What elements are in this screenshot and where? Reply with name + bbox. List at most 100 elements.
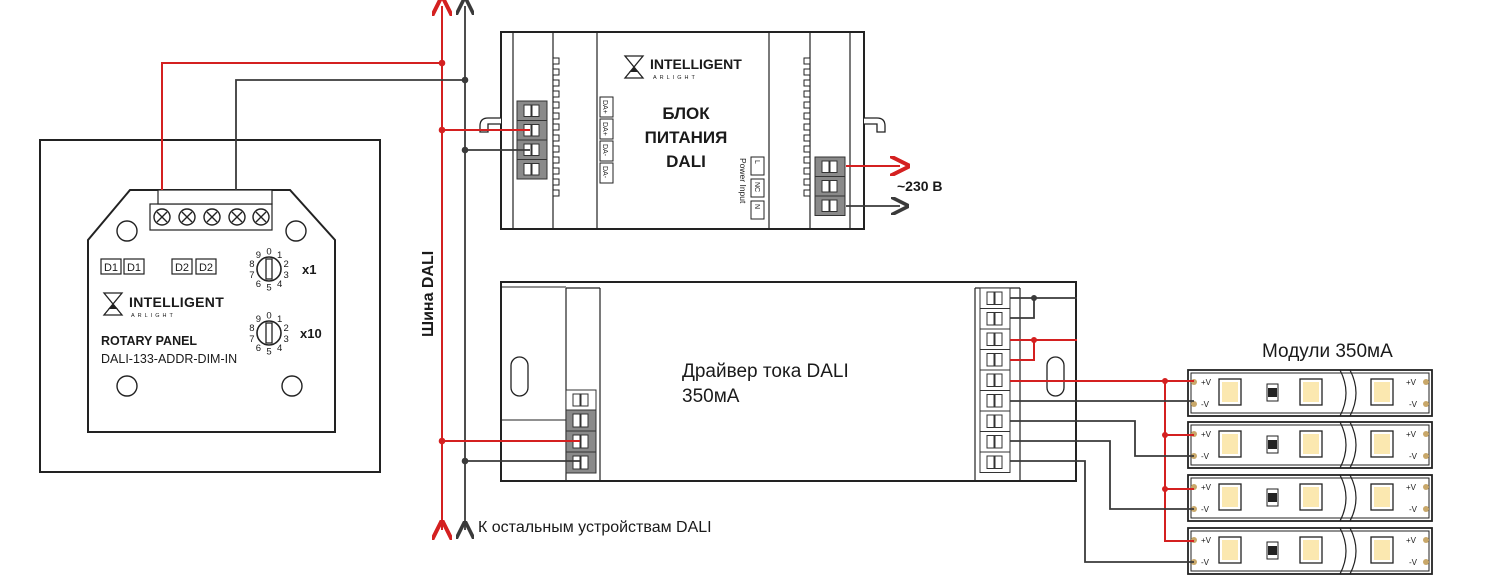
pin	[552, 167, 560, 175]
dali-pin-box	[599, 96, 614, 118]
dial-x1-label: x1	[302, 262, 316, 277]
pin	[803, 68, 811, 76]
pin	[803, 156, 811, 164]
wire-negative	[1010, 440, 1194, 510]
psu-logo-name: INTELLIGENT	[650, 56, 742, 72]
dial-digit: 7	[249, 334, 254, 345]
dial-digit: 3	[283, 334, 288, 345]
led-chip-light	[1374, 540, 1390, 560]
dial-digit: 6	[256, 343, 261, 354]
panel-module	[87, 189, 336, 433]
pad	[1423, 484, 1429, 490]
module-pin-label: +V	[1406, 536, 1417, 545]
resistor-body	[1268, 493, 1277, 502]
pin	[803, 123, 811, 131]
modules-title: Модули 350мА	[1262, 341, 1393, 362]
module-pin-label: -V	[1201, 505, 1210, 514]
dial-digit: 1	[277, 250, 282, 261]
terminal-window	[531, 163, 540, 176]
pin	[552, 178, 560, 186]
terminal-window	[829, 160, 838, 173]
module-pin-label: +V	[1201, 483, 1212, 492]
terminal-window	[531, 143, 540, 156]
resistor-body	[1268, 546, 1277, 555]
pad	[1423, 379, 1429, 385]
terminal-window	[580, 434, 589, 449]
driver-mount-slot	[510, 356, 529, 397]
terminal-window	[572, 393, 581, 407]
pad	[1423, 401, 1429, 407]
pin	[803, 90, 811, 98]
led-chip-light	[1222, 434, 1238, 454]
pin	[552, 189, 560, 197]
module-pin-label: -V	[1409, 452, 1418, 461]
power-pin-box	[750, 156, 765, 176]
pin	[803, 178, 811, 186]
led-chip-light	[1222, 487, 1238, 507]
terminal-window	[994, 414, 1003, 428]
panel-screws	[153, 208, 270, 226]
d-buttons: D1 D1 D2 D2	[100, 258, 217, 275]
resistor-body	[1268, 440, 1277, 449]
pad	[1423, 537, 1429, 543]
dial-digit: 0	[266, 247, 271, 258]
dial-digit: 7	[249, 270, 254, 281]
power-input-label: Power Input	[738, 158, 748, 204]
module-pin-label: -V	[1201, 452, 1210, 461]
led-chip-light	[1222, 382, 1238, 402]
logo-icon	[102, 292, 124, 316]
pad	[1423, 559, 1429, 565]
pin	[552, 156, 560, 164]
mains-label: ~230 В	[897, 178, 943, 194]
dial-digit: 9	[256, 250, 261, 261]
led-chip-light	[1374, 382, 1390, 402]
power-pin-label: L	[753, 160, 760, 164]
terminal-window	[821, 180, 830, 193]
terminal-window	[523, 104, 532, 117]
pad	[1423, 431, 1429, 437]
resistor-body	[1268, 388, 1277, 397]
wire-negative	[1010, 420, 1194, 457]
power-pin-box	[750, 200, 765, 220]
pin	[552, 101, 560, 109]
terminal-window	[829, 180, 838, 193]
dial-digit: 1	[277, 314, 282, 325]
dial-x10-label: x10	[300, 326, 322, 341]
mount-hole	[116, 375, 138, 397]
terminal-window	[994, 373, 1003, 387]
pin	[803, 189, 811, 197]
driver-title-line2: 350мА	[682, 386, 740, 407]
psu-dali-terminals	[516, 100, 548, 180]
terminal-window	[994, 394, 1003, 408]
module-pin-label: +V	[1406, 378, 1417, 387]
dial-digit: 8	[249, 323, 254, 334]
terminal-window	[986, 455, 995, 469]
power-pin-label: NC	[753, 182, 760, 192]
terminal-window	[821, 160, 830, 173]
pin	[552, 90, 560, 98]
pin	[803, 112, 811, 120]
terminal-window	[986, 332, 995, 346]
led-chip-light	[1303, 487, 1319, 507]
terminal-window	[986, 291, 995, 305]
terminal-window	[572, 413, 581, 428]
button-d1: D1	[104, 262, 118, 274]
terminal-window	[986, 353, 995, 367]
terminal-window	[572, 455, 581, 470]
led-module: +V-V+V-V	[1187, 527, 1433, 575]
dial-digit: 8	[249, 259, 254, 270]
driver-bridges	[1010, 295, 1077, 361]
terminal-window	[580, 393, 589, 407]
pin	[803, 167, 811, 175]
module-border	[1190, 424, 1430, 466]
driver-mount-slot	[1046, 356, 1065, 397]
led-chip-light	[1222, 540, 1238, 560]
dali-pin-box	[599, 140, 614, 162]
module-pin-label: -V	[1409, 400, 1418, 409]
led-chip-light	[1303, 434, 1319, 454]
module-pin-label: -V	[1201, 558, 1210, 567]
dali-pin-box	[599, 118, 614, 140]
dial-digit: 2	[283, 323, 288, 334]
dial-digit: 5	[266, 347, 271, 358]
